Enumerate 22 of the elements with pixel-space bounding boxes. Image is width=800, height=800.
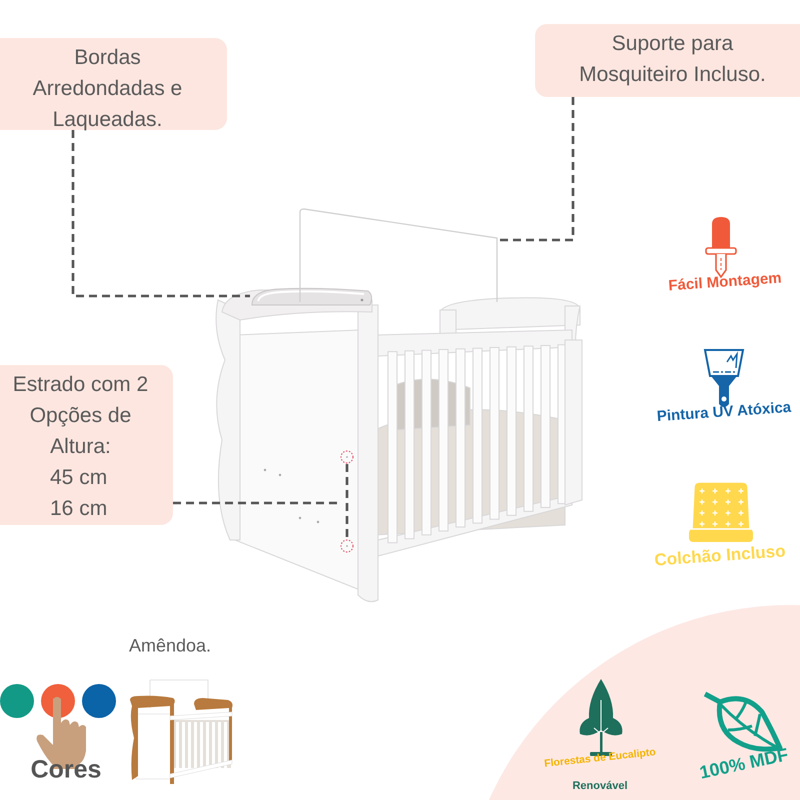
height-value: 16 cm [49, 496, 108, 522]
leader-line [173, 502, 340, 504]
leader-line [72, 130, 250, 298]
callout-box [0, 38, 227, 130]
headboard-rail [250, 287, 375, 307]
feature-label: Colchão Incluso [654, 541, 786, 571]
color-name: Amêndoa. [128, 636, 212, 656]
feature-label: Fácil Montagem [668, 270, 782, 294]
callout-box [0, 365, 173, 525]
callout-text: Suporte para Mosquiteiro Incluso. [578, 31, 767, 88]
feature-label: 100% MDF [698, 744, 790, 784]
height-value: 45 cm [49, 465, 108, 491]
feature-label: Pintura UV Atóxica [656, 398, 792, 426]
callout-text: Estrado com 2 Opções de Altura: [12, 372, 150, 460]
feature-label: Renovável [572, 780, 628, 792]
callout-box [535, 24, 800, 97]
leader-line [498, 97, 574, 242]
net-support-rod [298, 208, 498, 303]
feature-label: Florestas de Eucalipto [544, 746, 656, 770]
feature-label: Cores [30, 756, 102, 784]
callout-text: Bordas Arredondadas e Laqueadas. [32, 45, 184, 133]
height-hole-markers [340, 449, 354, 555]
